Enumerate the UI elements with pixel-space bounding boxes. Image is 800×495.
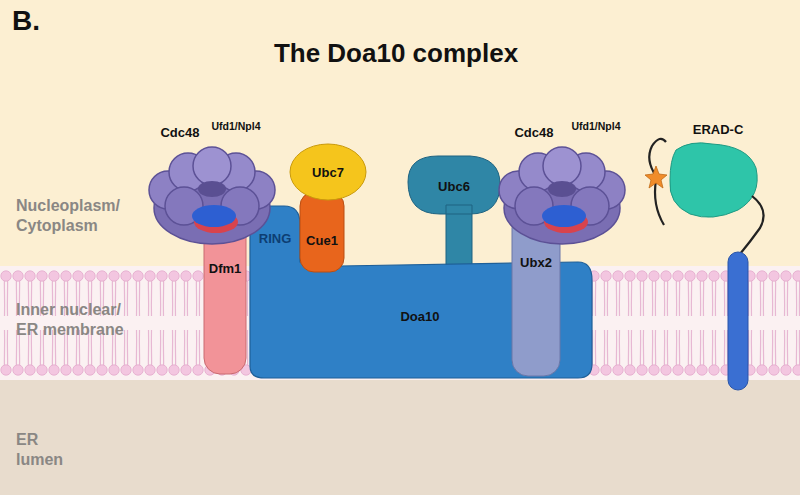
protein-label: Dfm1: [209, 261, 242, 276]
cdc48-hexamer: [499, 147, 625, 244]
protein-label: ERAD-C: [693, 122, 744, 137]
region-label: Inner nuclear/ ER membrane: [16, 300, 146, 340]
protein-node: Cue1: [300, 200, 344, 272]
protein-node: Cdc48Ufd1/Npl4: [502, 150, 622, 250]
protein-node: Ubx2: [512, 212, 560, 376]
cdc48-hexamer: [149, 147, 275, 244]
tm-helix: [728, 252, 748, 390]
lumen-ground: [0, 380, 800, 495]
protein-node: Ubc7: [290, 144, 366, 200]
protein-label: Cdc48: [160, 125, 199, 140]
protein-node: Cdc48Ufd1/Npl4: [152, 150, 272, 250]
cue1-shape: [300, 192, 344, 272]
protein-node: ERAD-C: [668, 120, 764, 220]
protein-label: Ubc6: [438, 179, 470, 194]
protein-label: RING: [259, 231, 292, 246]
protein-node: Ubc6: [408, 156, 500, 214]
protein-label: Cue1: [306, 233, 338, 248]
protein-label: Ubc7: [312, 165, 344, 180]
ubc6-shape: [408, 156, 500, 280]
degron-star: [645, 166, 667, 188]
protein-label: Ubx2: [520, 255, 552, 270]
panel-letter: B.: [12, 6, 72, 37]
protein-node: Dfm1: [204, 212, 246, 374]
substrate-chain: [740, 196, 764, 254]
title: The Doa10 complex: [0, 38, 796, 69]
protein-label: Cdc48: [514, 125, 553, 140]
region-label: ER lumen: [16, 430, 76, 470]
protein-node: RING Doa10: [250, 206, 592, 378]
erad-c-shape: [670, 143, 757, 217]
protein-label: Ufd1/Npl4: [211, 120, 260, 132]
ubc7-shape: [290, 144, 366, 200]
protein-label: Ufd1/Npl4: [571, 120, 620, 132]
region-label: Nucleoplasm/ Cytoplasm: [16, 196, 156, 236]
protein-label: Doa10: [400, 309, 439, 324]
